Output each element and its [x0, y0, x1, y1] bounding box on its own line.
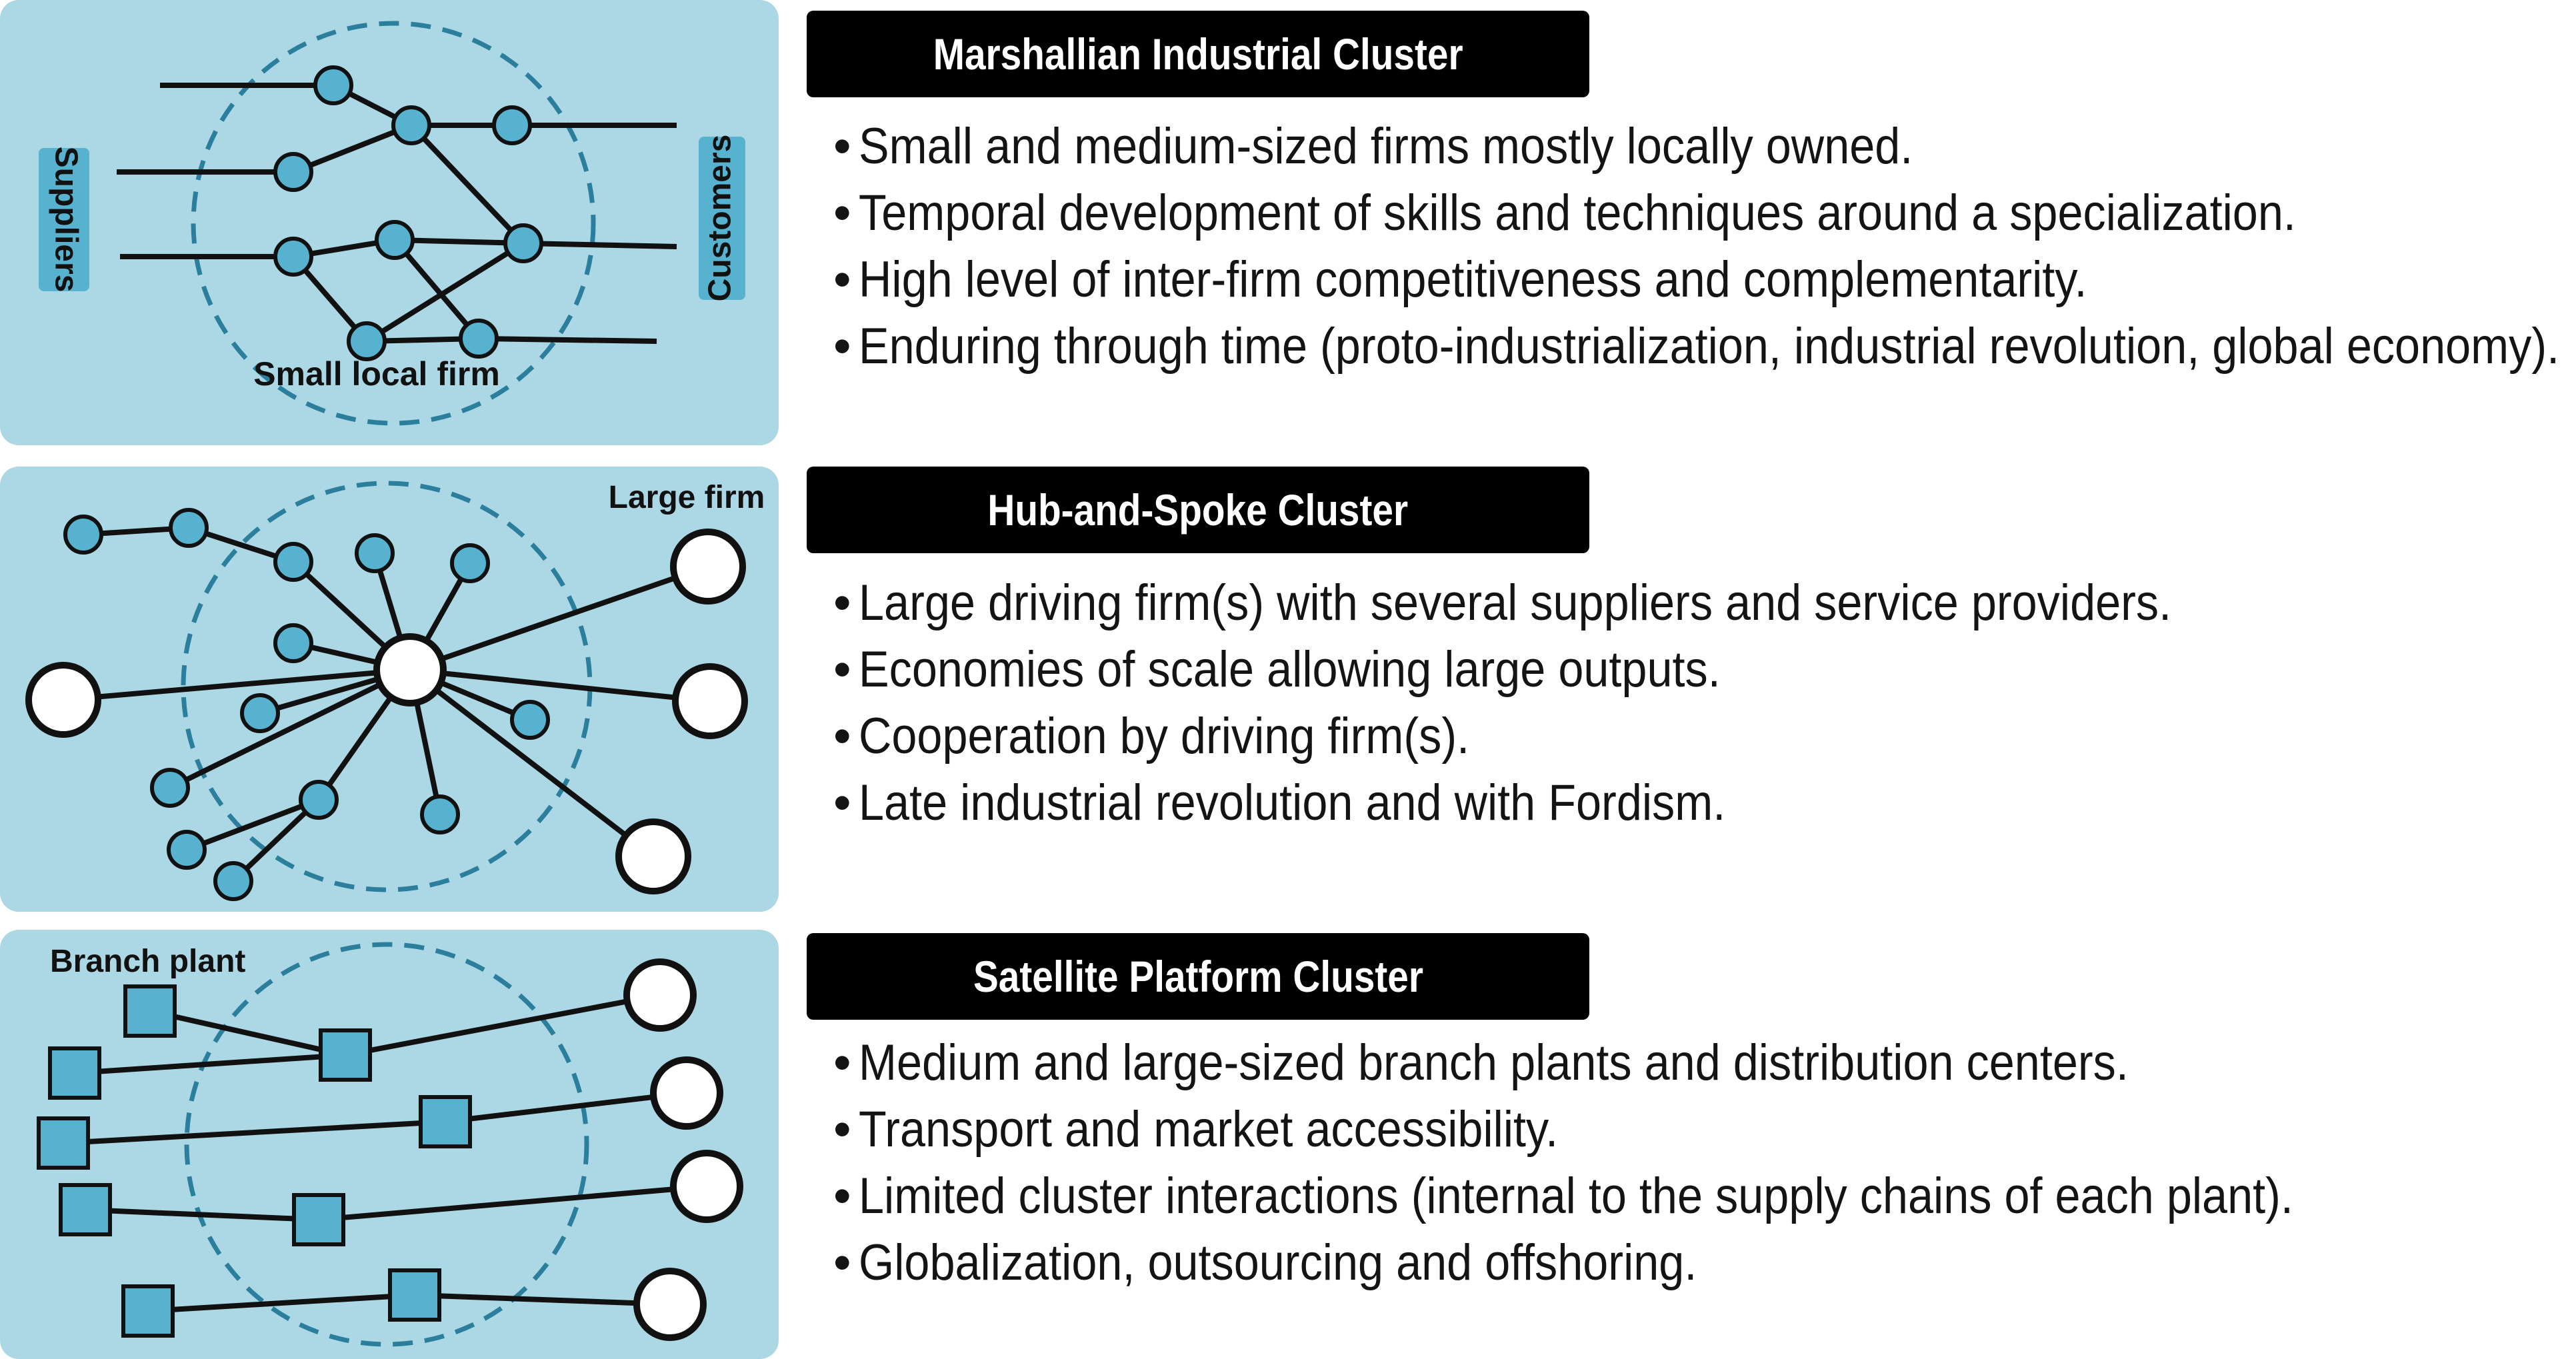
small-firm-node	[375, 220, 415, 260]
satellite-diagram-panel: Branch plant	[0, 930, 779, 1359]
satellite-title: Satellite Platform Cluster	[973, 952, 1423, 1001]
supplier-node	[420, 794, 460, 834]
small-firm-node	[273, 237, 313, 277]
large-firm-label: Large firm	[609, 480, 765, 515]
bullet-item: •Temporal development of skills and tech…	[833, 185, 2296, 241]
marshallian-network-diagram: Suppliers Customers Small local firm	[39, 21, 745, 426]
hub-spoke-title: Hub-and-Spoke Cluster	[987, 485, 1409, 535]
supplier-node	[355, 533, 395, 573]
large-firm-node	[672, 663, 748, 739]
branch-plant-node	[37, 1116, 90, 1170]
bullet-item: •Small and medium-sized firms mostly loc…	[833, 118, 1913, 175]
branch-plant-node	[123, 984, 177, 1038]
supplier-node	[240, 693, 280, 733]
marshallian-diagram-panel: Suppliers Customers Small local firm	[0, 0, 779, 445]
bullet-item: •Late industrial revolution and with For…	[833, 774, 1726, 831]
small-firm-node	[391, 105, 431, 145]
small-firm-node	[273, 152, 313, 192]
supplier-node	[150, 768, 190, 808]
satellite-title-bar: Satellite Platform Cluster	[807, 933, 1589, 1020]
firm-nodes	[273, 65, 543, 361]
supplier-node	[299, 780, 339, 820]
branch-plant-node	[388, 1268, 441, 1322]
supplier-node	[213, 861, 253, 901]
branch-plant-nodes	[37, 984, 472, 1338]
bullet-item: •Economies of scale allowing large outpu…	[833, 641, 1721, 698]
small-firm-node	[503, 223, 543, 263]
marshallian-title-bar: Marshallian Industrial Cluster	[807, 11, 1589, 97]
branch-plant-node	[121, 1284, 175, 1338]
market-node	[623, 958, 697, 1032]
supplier-node	[273, 623, 313, 663]
small-firm-node	[347, 321, 387, 361]
network-links	[63, 992, 707, 1314]
branch-plant-node	[319, 1028, 372, 1082]
supplier-nodes	[63, 508, 550, 901]
small-firm-node	[313, 65, 353, 105]
external-nodes	[623, 958, 743, 1341]
large-firm-nodes	[25, 529, 748, 894]
hub-spoke-network-diagram: Large firm	[25, 480, 765, 901]
bullet-item: •Enduring through time (proto-industrial…	[833, 318, 2560, 375]
suppliers-label: Suppliers	[48, 147, 83, 293]
small-local-firm-label: Small local firm	[253, 355, 500, 393]
small-firm-node	[492, 105, 532, 145]
hub-firm-node	[373, 633, 447, 706]
bullet-item: •Large driving firm(s) with several supp…	[833, 575, 2172, 631]
customers-label: Customers	[703, 135, 738, 302]
marshallian-bullet-list: •Small and medium-sized firms mostly loc…	[833, 113, 2576, 380]
branch-plant-node	[292, 1193, 345, 1246]
network-links	[63, 525, 711, 883]
supplier-node	[167, 830, 207, 870]
cluster-boundary-circle	[184, 942, 589, 1347]
hub-spoke-bullet-list: •Large driving firm(s) with several supp…	[833, 570, 2317, 836]
marshallian-title: Marshallian Industrial Cluster	[933, 29, 1463, 79]
branch-plant-node	[419, 1095, 472, 1148]
bullet-item: •High level of inter-firm competitivenes…	[833, 251, 2087, 308]
bullet-item: •Transport and market accessibility.	[833, 1101, 1559, 1158]
customers-tag	[699, 137, 745, 300]
bullet-item: •Medium and large-sized branch plants an…	[833, 1034, 2129, 1091]
supplier-node	[450, 543, 490, 583]
bullet-item: •Cooperation by driving firm(s).	[833, 708, 1470, 764]
cluster-boundary-circle	[191, 21, 596, 426]
branch-plant-node	[48, 1046, 101, 1100]
supplier-node	[273, 542, 313, 582]
branch-plant-label: Branch plant	[50, 944, 245, 979]
market-node	[650, 1056, 723, 1130]
satellite-bullet-list: •Medium and large-sized branch plants an…	[833, 1030, 2453, 1296]
supplier-node	[510, 700, 550, 740]
hub-spoke-diagram-panel: Large firm	[0, 467, 779, 912]
branch-plant-node	[59, 1183, 112, 1236]
supplier-node	[63, 515, 103, 555]
large-firm-node	[670, 529, 746, 605]
satellite-network-diagram: Branch plant	[37, 942, 743, 1347]
suppliers-tag	[39, 148, 89, 291]
market-node	[633, 1268, 707, 1341]
bullet-item: •Limited cluster interactions (internal …	[833, 1168, 2293, 1224]
small-firm-node	[459, 319, 499, 359]
hub-spoke-title-bar: Hub-and-Spoke Cluster	[807, 467, 1589, 553]
supplier-node	[169, 508, 209, 548]
bullet-item: •Globalization, outsourcing and offshori…	[833, 1234, 1697, 1291]
market-node	[670, 1150, 743, 1223]
large-firm-node	[25, 662, 101, 738]
large-firm-node	[615, 818, 691, 894]
